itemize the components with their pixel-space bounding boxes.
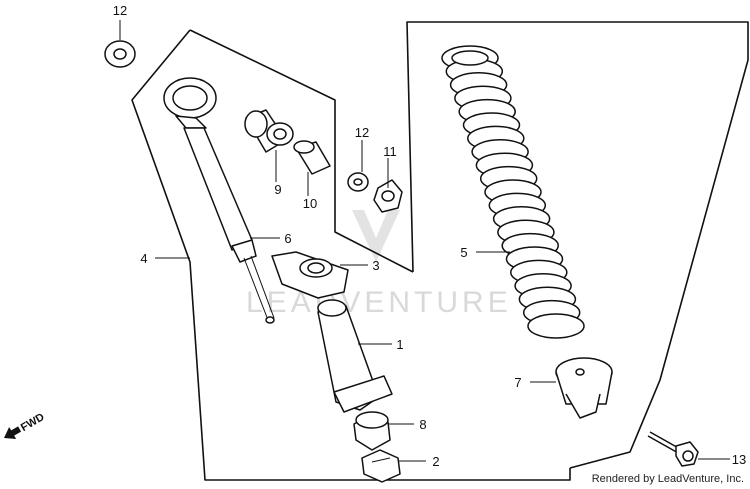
bolt bbox=[647, 431, 699, 467]
callout-5: 5 bbox=[460, 245, 467, 260]
callout-10: 10 bbox=[303, 196, 317, 211]
callout-13: 13 bbox=[732, 452, 746, 467]
callout-9: 9 bbox=[274, 182, 281, 197]
collar bbox=[293, 140, 331, 175]
shock-body bbox=[163, 77, 275, 324]
callout-1: 1 bbox=[396, 337, 403, 352]
assembly-boundary-left bbox=[131, 29, 571, 481]
render-credit: Rendered by LeadVenture, Inc. bbox=[592, 473, 744, 485]
callout-11: 11 bbox=[383, 144, 397, 159]
watermark: LEADVENTURE bbox=[246, 210, 512, 319]
callouts: 12 4 6 9 10 12 11 3 5 1 7 8 2 13 bbox=[113, 3, 746, 469]
fwd-label: FWD bbox=[19, 411, 47, 434]
callout-6: 6 bbox=[284, 231, 291, 246]
bushing bbox=[244, 109, 294, 153]
assembly-boundary-top bbox=[189, 29, 414, 273]
washer-top bbox=[104, 40, 136, 68]
lower-clevis bbox=[555, 357, 613, 419]
callout-7: 7 bbox=[514, 375, 521, 390]
upper-nut bbox=[373, 179, 403, 213]
watermark-text: LEADVENTURE bbox=[246, 286, 512, 319]
spring-coil bbox=[527, 313, 585, 339]
damper-sleeve bbox=[317, 299, 393, 413]
stopper-seat bbox=[271, 251, 349, 299]
callout-12-top: 12 bbox=[113, 3, 127, 18]
callout-8: 8 bbox=[419, 417, 426, 432]
leader-lines bbox=[119, 20, 730, 462]
callout-4: 4 bbox=[140, 251, 147, 266]
forward-direction-indicator: FWD bbox=[4, 411, 47, 440]
callout-3: 3 bbox=[372, 258, 379, 273]
washer-small bbox=[347, 172, 369, 192]
callout-2: 2 bbox=[432, 454, 439, 469]
callout-12-inner: 12 bbox=[355, 125, 369, 140]
rubber-bump bbox=[353, 411, 391, 451]
arrow-left-icon bbox=[4, 426, 22, 440]
assembly-boundary-right bbox=[406, 21, 749, 469]
spring-top-opening bbox=[451, 50, 489, 66]
lower-nut bbox=[361, 449, 401, 483]
coil-spring bbox=[441, 45, 585, 339]
